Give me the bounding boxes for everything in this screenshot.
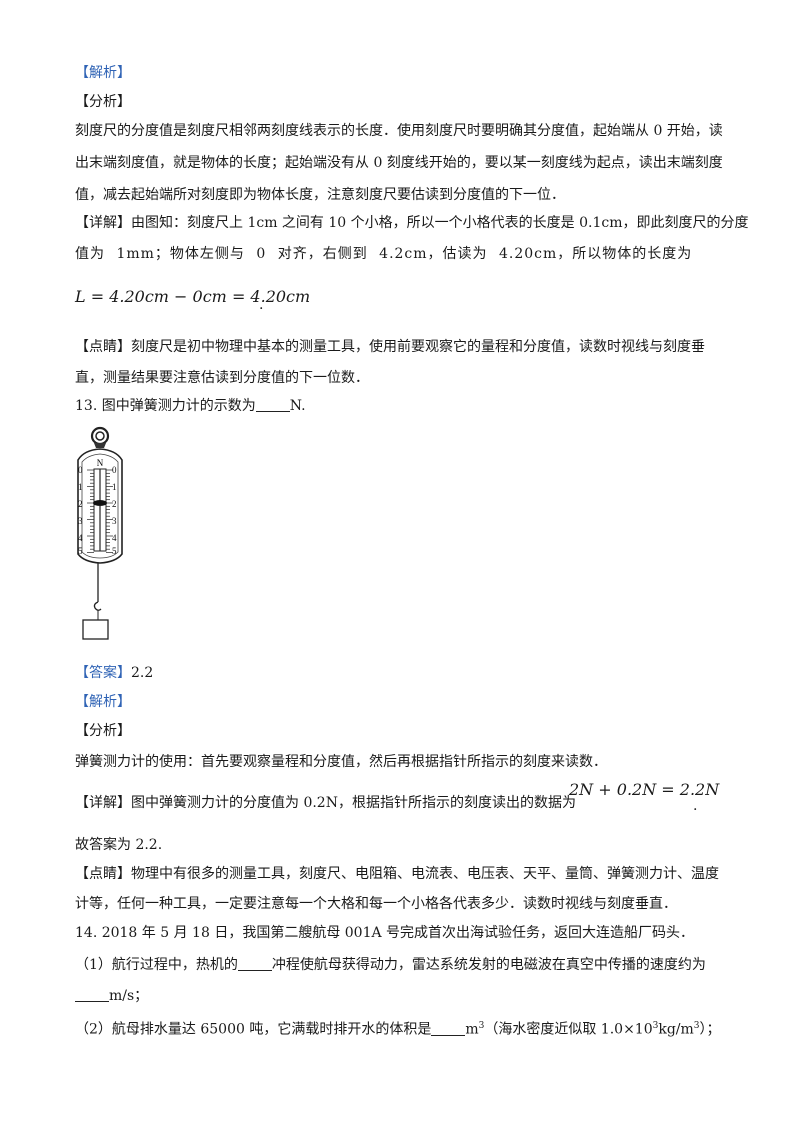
part-2-note-exp: 3: [693, 1021, 700, 1031]
part-1-text: （1）航行过程中，热机的: [75, 957, 238, 973]
length-formula: L = 4.20cm − 0cm = 4.20cm: [75, 287, 311, 306]
question-13-stem: 13. 图中弹簧测力计的示数为 N.: [75, 396, 306, 416]
question-14-stem: 14. 2018 年 5 月 18 日，我国第二艘航母 001A 号完成首次出海…: [75, 925, 695, 941]
answer-blank[interactable]: [255, 397, 290, 412]
part-2-unit: m: [465, 1021, 479, 1038]
fenxi-line: 弹簧测力计的使用：首先要观察量程和分度值，然后再根据指针所指示的刻度来读数．: [75, 754, 607, 770]
hanging-ring-icon: [90, 426, 110, 446]
fenxi-tag: 【分析】: [75, 723, 131, 739]
scale-number: 3: [112, 516, 117, 526]
scale-number: 1: [112, 482, 117, 492]
part-2-note: ）；: [699, 1021, 721, 1038]
spring-scale-figure: N 0 1 2 3 4 5 0 1 2 3 4 5: [77, 426, 123, 640]
dianjing-line: 【点睛】刻度尺是初中物理中基本的测量工具，使用前要观察它的量程和分度值，读数时视…: [75, 337, 705, 357]
question-14-part-1: （1）航行过程中，热机的 冲程使航母获得动力，雷达系统发射的电磁波在真空中传播的速…: [75, 955, 706, 975]
part-2-note: kg/m: [658, 1021, 694, 1038]
scale-number: 0: [112, 465, 117, 475]
scale-number: 1: [78, 482, 83, 492]
jiexi-tag: 【解析】: [75, 65, 131, 81]
xiangjie-line: 【详解】图中弹簧测力计的分度值为 0.2N，根据指针所指示的刻度读出的数据为: [75, 793, 576, 813]
scale-number: 5: [112, 546, 117, 556]
scale-number: 4: [78, 533, 83, 543]
conclusion-line: 故答案为 2.2.: [75, 837, 163, 853]
answer-value: 2.2: [131, 665, 154, 681]
dianjing-line: 计等，任何一种工具，一定要注意每一个大格和每一个小格各代表多少．读数时视线与刻度…: [75, 896, 677, 912]
part-2-note-exp: 3: [652, 1021, 659, 1031]
dianjing-line: 直，测量结果要注意估读到分度值的下一位数．: [75, 370, 369, 386]
part-2-unit-exp: 3: [478, 1021, 485, 1031]
fenxi-tag: 【分析】: [75, 94, 131, 110]
scale-number: 3: [78, 516, 83, 526]
scale-casing: [77, 448, 123, 564]
answer-line: 【答案】2.2: [75, 663, 153, 683]
force-formula: 2N + 0.2N = 2.2N: [569, 780, 720, 799]
formula-period: .: [259, 297, 264, 313]
xiangjie-text: 图中弹簧测力计的分度值为 0.2N，根据指针所指示的刻度读出的数据为: [131, 795, 576, 811]
dianjing-tag: 【点睛】: [75, 866, 131, 882]
xiangjie-line: 值为 1mm；物体左侧与 0 对齐，右侧到 4.2cm，估读为 4.20cm，所…: [75, 246, 693, 262]
fenxi-line: 值，减去起始端所对刻度即为物体长度，注意刻度尺要估读到分度值的下一位．: [75, 187, 565, 203]
jiexi-tag: 【解析】: [75, 694, 131, 710]
fenxi-line: 出末端刻度值，就是物体的长度；起始端没有从 0 刻度线开始的，要以某一刻度线为起…: [75, 155, 723, 171]
question-14-part-1-line2: m/s；: [75, 986, 148, 1006]
dianjing-text: 刻度尺是初中物理中基本的测量工具，使用前要观察它的量程和分度值，读数时视线与刻度…: [131, 339, 705, 355]
xiangjie-line: 【详解】由图知：刻度尺上 1cm 之间有 10 个小格，所以一个小格代表的长度是…: [75, 213, 748, 233]
scale-number: 0: [78, 465, 83, 475]
formula-period: .: [693, 798, 698, 814]
answer-blank[interactable]: [75, 987, 109, 1002]
answer-tag: 【答案】: [75, 665, 131, 681]
scale-number: 4: [112, 533, 117, 543]
weight-block: [82, 619, 109, 640]
scale-number: 2: [78, 499, 83, 509]
xiangjie-text: 由图知：刻度尺上 1cm 之间有 10 个小格，所以一个小格代表的长度是 0.1…: [131, 215, 749, 231]
dianjing-tag: 【点睛】: [75, 339, 131, 355]
dianjing-line: 【点睛】物理中有很多的测量工具，刻度尺、电阻箱、电流表、电压表、天平、量筒、弹簧…: [75, 864, 719, 884]
question-13-unit: N.: [289, 398, 306, 414]
scale-number: 2: [112, 499, 117, 509]
part-2-text: （2）航母排水量达 65000 吨，它满载时排开水的体积是: [75, 1021, 432, 1038]
part-1-unit: m/s；: [109, 988, 149, 1004]
part-1-text: 冲程使航母获得动力，雷达系统发射的电磁波在真空中传播的速度约为: [271, 957, 706, 973]
scale-number: 5: [78, 546, 83, 556]
unit-label: N: [97, 458, 104, 468]
part-2-note: （海水密度近似取 1.0×10: [484, 1021, 653, 1038]
hook-icon: [93, 601, 102, 611]
fenxi-line: 刻度尺的分度值是刻度尺相邻两刻度线表示的长度．使用刻度尺时要明确其分度值，起始端…: [75, 123, 723, 139]
answer-blank[interactable]: [237, 956, 272, 971]
xiangjie-tag: 【详解】: [75, 215, 131, 231]
pointer: [93, 500, 107, 506]
xiangjie-tag: 【详解】: [75, 795, 131, 811]
dianjing-text: 物理中有很多的测量工具，刻度尺、电阻箱、电流表、电压表、天平、量筒、弹簧测力计、…: [131, 866, 719, 882]
question-13-text: 13. 图中弹簧测力计的示数为: [75, 398, 256, 414]
answer-blank[interactable]: [431, 1021, 466, 1036]
